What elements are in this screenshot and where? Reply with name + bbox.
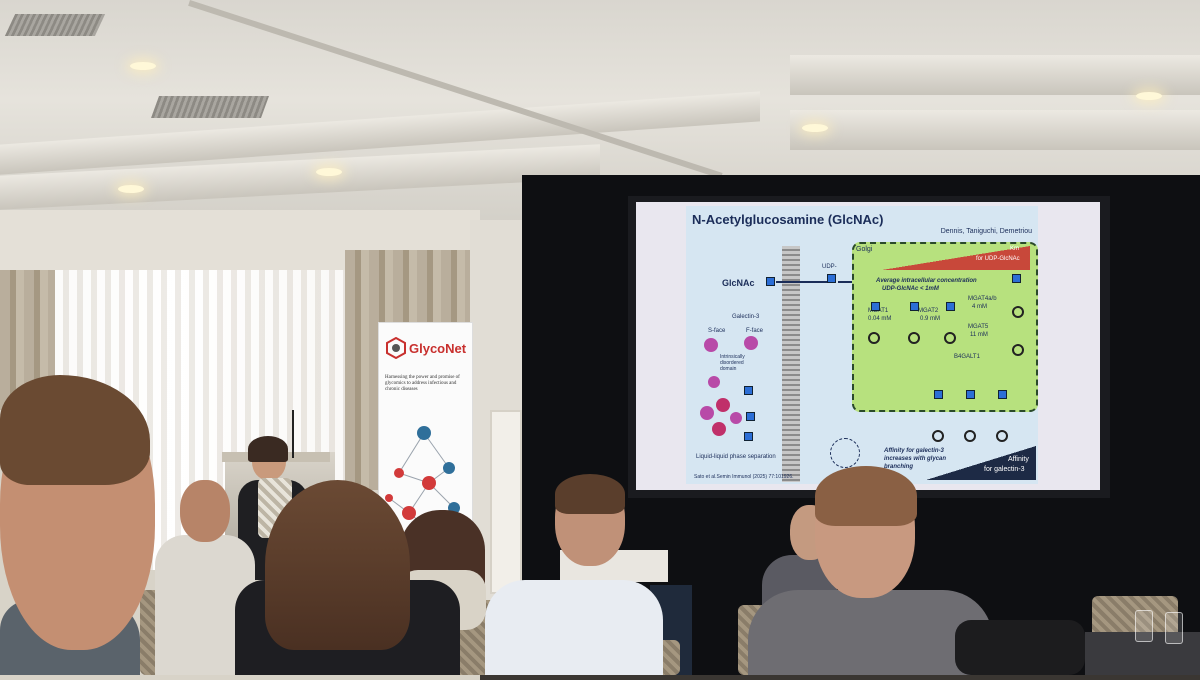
ceiling-beam (790, 110, 1200, 150)
audience-member-hair (815, 466, 917, 526)
glcnac-label: GlcNAc (722, 278, 755, 288)
s-face-label: S-face (708, 328, 726, 334)
disordered-line3: domain (720, 366, 737, 372)
affinity-note-line1: Affinity for galectin-3 (884, 448, 944, 454)
udp-glcnac-square-icon (827, 274, 836, 283)
glycan-icon (910, 302, 919, 311)
door (490, 410, 522, 594)
glycan-icon (908, 332, 920, 344)
glycan-icon (996, 430, 1008, 442)
presentation-slide: N-Acetylglucosamine (GlcNAc) Dennis, Tan… (686, 206, 1038, 484)
affinity-sub-label: for galectin-3 (984, 466, 1025, 473)
ceiling-light (130, 62, 156, 70)
uptake-arrow (776, 281, 836, 283)
llps-label: Liquid-liquid phase separation (696, 454, 776, 460)
microphone-stand (292, 410, 294, 458)
galectin-label: Galectin-3 (732, 314, 760, 320)
cell-membrane (782, 246, 800, 482)
ceiling-light (1136, 92, 1162, 100)
golgi-entry-arrow (838, 281, 856, 283)
galectin-cluster-icon (712, 422, 726, 436)
glycan-icon (871, 302, 880, 311)
galectin-crd-icon (744, 336, 758, 350)
audience-member-shirt (485, 580, 663, 675)
glycan-icon (944, 332, 956, 344)
glycan-icon (746, 412, 755, 421)
mgat5-label: MGAT5 (968, 324, 989, 330)
golgi-label: Golgi (856, 246, 873, 253)
banner-tagline: Harnessing the power and promise of glyc… (385, 375, 460, 392)
km-sub-label: for UDP-GlcNAc (976, 256, 1020, 262)
mgat5-km: 11 mM (970, 332, 988, 338)
galectin-cluster-icon (700, 406, 714, 420)
affinity-gradient-triangle (926, 446, 1036, 480)
glycan-icon (932, 430, 944, 442)
avg-concentration-line2: UDP-GlcNAc < 1mM (882, 286, 939, 292)
slide-title: N-Acetylglucosamine (GlcNAc) (692, 212, 884, 227)
mgat4-km: 4 mM (972, 304, 987, 310)
golgi-compartment (852, 242, 1038, 412)
f-face-label: F-face (746, 328, 764, 334)
galectin-cluster-icon (708, 376, 720, 388)
galectin-crd-icon (704, 338, 718, 352)
audience-member-head (180, 480, 230, 542)
glycan-icon (744, 386, 753, 395)
glycan-icon (1012, 274, 1021, 283)
km-gradient-triangle (882, 246, 1030, 270)
km-label: Km (1010, 246, 1019, 252)
water-glass (1165, 612, 1183, 644)
ceiling-beam (790, 55, 1200, 95)
udp-label: UDP- (822, 264, 837, 270)
table (1085, 632, 1200, 675)
mgat2-label: MGAT2 (918, 308, 939, 314)
galectin-cluster-icon (716, 398, 730, 412)
glycan-icon (946, 302, 955, 311)
ceiling-vent (150, 96, 270, 118)
galectin-cluster-icon (730, 412, 742, 424)
mgat4-label: MGAT4a/b (968, 296, 997, 302)
glyconet-logo-icon (386, 337, 406, 359)
ceiling-light (316, 168, 342, 176)
zoom-circle (830, 438, 860, 468)
speaker-hair (248, 436, 288, 462)
affinity-note-line2: increases with glycan (884, 456, 947, 462)
glycan-icon (998, 390, 1007, 399)
b4galt1-label: B4GALT1 (954, 354, 980, 360)
glycan-icon (934, 390, 943, 399)
disordered-line1: Intrinsically (720, 354, 745, 360)
slide-authors: Dennis, Taniguchi, Demetriou (940, 228, 1032, 235)
glycan-icon (1012, 344, 1024, 356)
disordered-line2: disordered (720, 360, 744, 366)
glycan-icon (868, 332, 880, 344)
glycan-icon (1012, 306, 1024, 318)
audience-member-hair (555, 474, 625, 514)
affinity-note-line3: branching (884, 464, 914, 470)
avg-concentration-line1: Average intracellular concentration (876, 278, 977, 284)
slide-citation: Sato et al.Semin Immunol (2025) 77:10192… (694, 474, 794, 480)
ceiling-light (802, 124, 828, 132)
banner-logo-text: GlycoNet (409, 341, 467, 356)
glycan-icon (744, 432, 753, 441)
glycan-icon (964, 430, 976, 442)
glycan-icon (966, 390, 975, 399)
mgat1-label: MGAT1 (868, 308, 889, 314)
ceiling-vent (4, 14, 106, 36)
mgat1-km: 0.04 mM (868, 316, 892, 322)
jacket-on-chair (955, 620, 1085, 675)
affinity-label: Affinity (1008, 456, 1029, 463)
audience-member-sweater (748, 590, 993, 675)
water-glass (1135, 610, 1153, 642)
mgat2-km: 0.9 mM (920, 316, 941, 322)
glcnac-square-icon (766, 277, 775, 286)
ceiling-light (118, 185, 144, 193)
audience-member-hair (265, 480, 410, 650)
